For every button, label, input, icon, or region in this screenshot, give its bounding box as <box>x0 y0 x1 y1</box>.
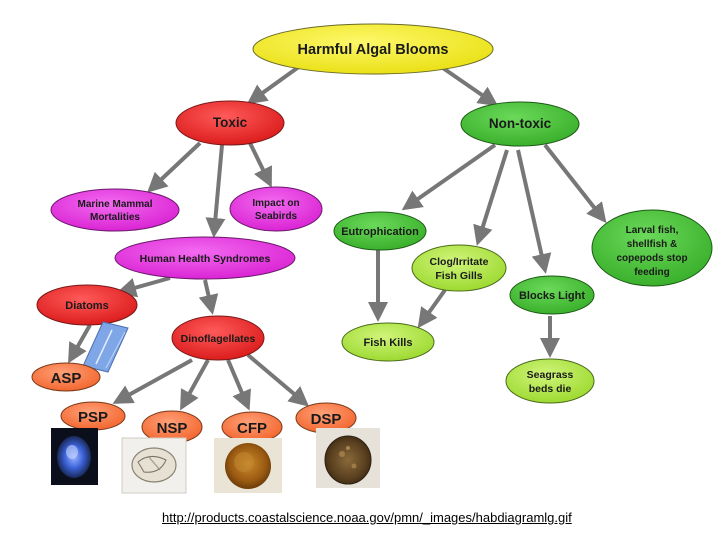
arrow-toxic-human <box>205 144 226 238</box>
node-dsp-label: DSP <box>311 411 342 428</box>
node-root: Harmful Algal Blooms <box>252 23 494 75</box>
node-diatoms: Diatoms <box>36 284 138 326</box>
node-cfp: CFP <box>221 411 283 443</box>
node-human-health: Human Health Syndromes <box>114 236 296 280</box>
node-seabirds-label-2: Seabirds <box>255 211 298 222</box>
node-larval-label-3: copepods stop <box>616 253 687 264</box>
node-seagrass-label-1: Seagrass <box>527 369 574 381</box>
arrow-dino-cfp <box>226 359 251 411</box>
source-url[interactable]: http://products.coastalscience.noaa.gov/… <box>162 510 572 525</box>
node-marine-label-2: Mortalities <box>90 212 140 223</box>
node-nontoxic-label: Non-toxic <box>489 116 552 131</box>
arrow-nt-larval <box>543 143 607 224</box>
node-fish-kills-label: Fish Kills <box>364 337 413 349</box>
node-larval-label-2: shellfish & <box>627 239 678 250</box>
arrow-root-toxic <box>246 64 302 105</box>
node-psp: PSP <box>60 401 126 431</box>
arrow-dino-psp <box>112 358 193 404</box>
node-nontoxic: Non-toxic <box>460 101 580 147</box>
node-dsp: DSP <box>295 402 357 434</box>
node-cfp-label: CFP <box>237 420 267 437</box>
arrow-root-nontoxic <box>438 64 499 107</box>
node-clog-label-2: Fish Gills <box>435 270 482 282</box>
arrow-dino-dsp <box>246 353 310 407</box>
diatom-image <box>82 321 129 373</box>
arrow-clog-fishkills <box>417 288 447 329</box>
node-fish-kills: Fish Kills <box>341 322 435 362</box>
psp-micrograph <box>51 428 98 485</box>
node-clog-label-1: Clog/Irritate <box>430 256 489 268</box>
node-seagrass-label-2: beds die <box>529 383 572 395</box>
node-nsp: NSP <box>141 410 203 444</box>
node-asp: ASP <box>31 362 101 392</box>
arrow-human-dino <box>198 279 219 315</box>
arrow-diatoms-asp <box>68 324 92 364</box>
node-toxic-label: Toxic <box>213 115 248 130</box>
node-blocks-light-label: Blocks Light <box>519 290 585 302</box>
arrow-nt-eutro <box>401 143 497 211</box>
node-dinoflagellates-label: Dinoflagellates <box>181 333 256 345</box>
node-seagrass: Seagrass beds die <box>505 358 595 404</box>
arrow-toxic-seabirds <box>248 142 272 188</box>
node-seabirds-label-1: Impact on <box>252 198 299 209</box>
node-diatoms-label: Diatoms <box>65 300 108 312</box>
node-larval-label-1: Larval fish, <box>626 225 679 236</box>
dsp-micrograph <box>316 428 380 488</box>
node-asp-label: ASP <box>51 370 82 387</box>
node-psp-label: PSP <box>78 409 108 426</box>
arrow-human-diatoms <box>116 276 171 298</box>
node-larval-label-4: feeding <box>634 267 670 278</box>
node-root-label: Harmful Algal Blooms <box>298 42 449 58</box>
node-clog-gills: Clog/Irritate Fish Gills <box>411 244 507 292</box>
node-marine-mammal: Marine Mammal Mortalities <box>50 188 180 232</box>
node-larval-fish: Larval fish, shellfish & copepods stop f… <box>591 209 713 287</box>
nsp-micrograph <box>121 437 187 494</box>
node-eutrophication: Eutrophication <box>333 211 427 251</box>
node-toxic: Toxic <box>175 100 285 146</box>
node-marine-label-1: Marine Mammal <box>77 199 152 210</box>
arrow-nt-clog <box>473 149 509 246</box>
node-nsp-label: NSP <box>157 420 188 437</box>
arrow-nt-blocks <box>516 149 552 274</box>
node-eutrophication-label: Eutrophication <box>341 226 419 238</box>
arrow-dino-nsp <box>180 359 210 411</box>
cfp-micrograph <box>214 438 282 493</box>
node-seabirds: Impact on Seabirds <box>229 186 323 232</box>
arrow-toxic-marine <box>147 141 202 193</box>
node-dinoflagellates: Dinoflagellates <box>171 315 265 361</box>
node-human-health-label: Human Health Syndromes <box>140 253 271 265</box>
node-blocks-light: Blocks Light <box>509 275 595 315</box>
connector-arrows <box>68 64 607 411</box>
